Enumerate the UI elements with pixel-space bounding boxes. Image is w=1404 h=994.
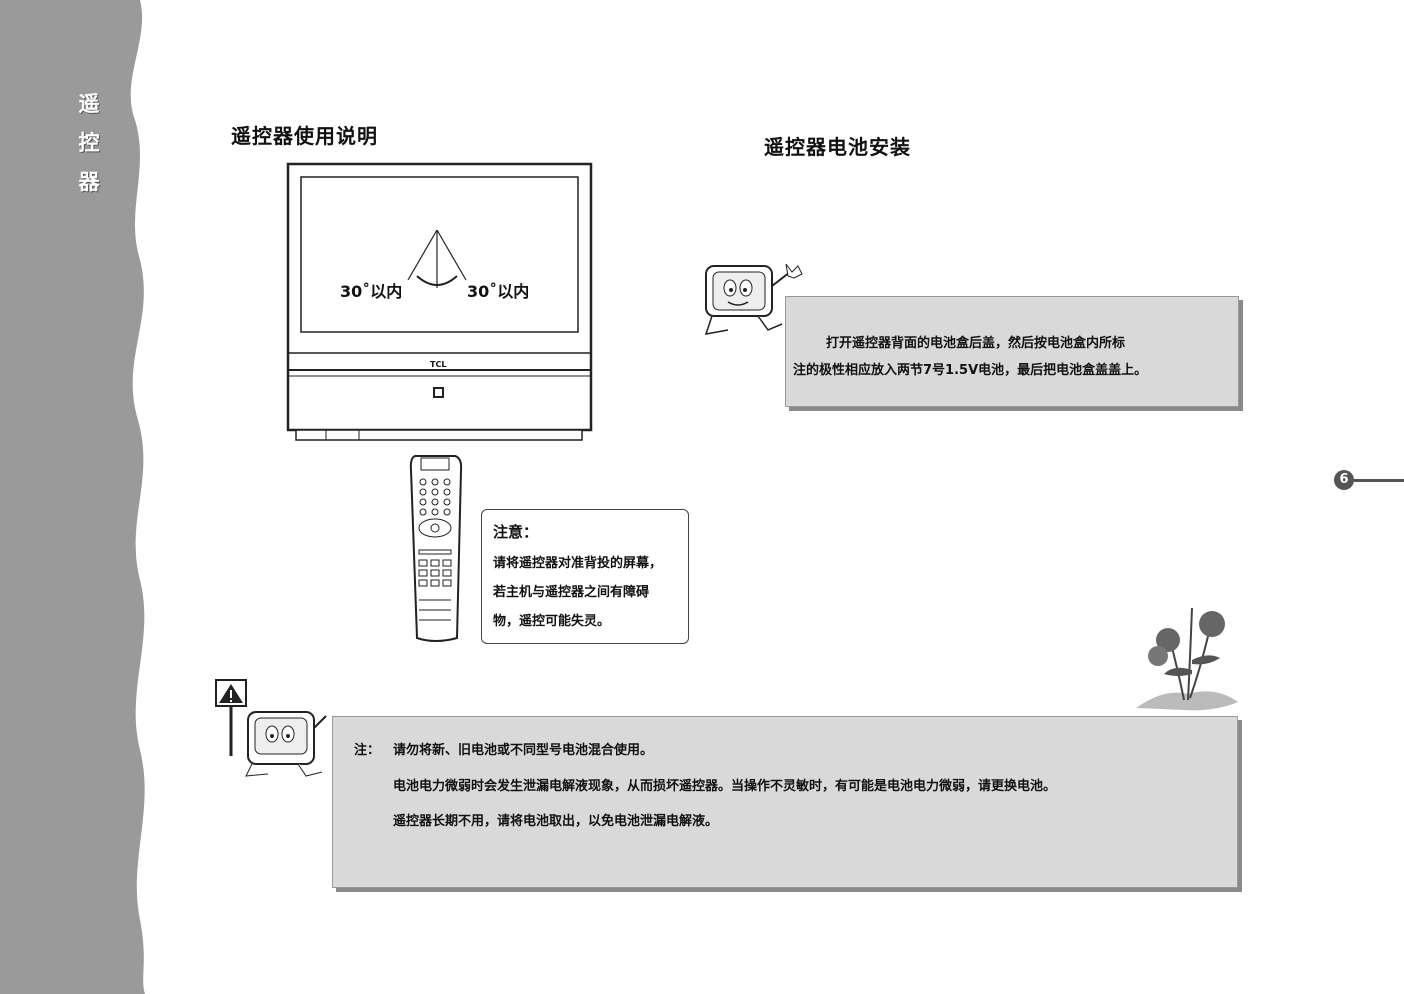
notice-line-1: 请将遥控器对准背投的屏幕， bbox=[493, 556, 663, 571]
angle-label-left: 30˚以内 bbox=[340, 282, 403, 301]
battery-instruction-line-1: 打开遥控器背面的电池盒后盖，然后按电池盒内所标 bbox=[826, 336, 1126, 351]
tv-mascot-illustration bbox=[704, 263, 803, 335]
bottom-note-line-3: 遥控器长期不用，请将电池取出，以免电池泄漏电解液。 bbox=[393, 814, 719, 829]
tv-illustration bbox=[286, 162, 593, 441]
battery-instruction-box bbox=[785, 296, 1239, 407]
page-number: 6 bbox=[1334, 470, 1354, 490]
sidebar-title-char-1: 遥 bbox=[78, 92, 100, 116]
bottom-note-line-2: 电池电力微弱时会发生泄漏电解液现象，从而损坏遥控器。当操作不灵敏时，有可能是电池… bbox=[393, 779, 1057, 794]
usage-heading: 遥控器使用说明 bbox=[231, 124, 378, 148]
flower-illustration bbox=[1136, 607, 1238, 711]
bottom-note-line-1: 请勿将新、旧电池或不同型号电池混合使用。 bbox=[393, 743, 654, 758]
angle-label-right: 30˚以内 bbox=[467, 282, 530, 301]
bottom-note-box bbox=[332, 716, 1238, 888]
sidebar-title-char-2: 控 bbox=[78, 131, 100, 155]
bottom-note-label: 注： bbox=[354, 743, 381, 758]
notice-line-3: 物，遥控可能失灵。 bbox=[493, 614, 611, 629]
notice-title: 注意： bbox=[493, 523, 539, 541]
battery-heading: 遥控器电池安装 bbox=[764, 135, 911, 159]
notice-line-2: 若主机与遥控器之间有障碍 bbox=[493, 585, 650, 600]
remote-control-illustration bbox=[409, 455, 463, 642]
page-number-line bbox=[1354, 479, 1404, 482]
battery-instruction-line-2: 注的极性相应放入两节7号1.5V电池，最后把电池盒盖盖上。 bbox=[793, 363, 1148, 378]
notice-box: 注意： 请将遥控器对准背投的屏幕， 若主机与遥控器之间有障碍 物，遥控可能失灵。 bbox=[481, 509, 689, 644]
sidebar-band bbox=[0, 0, 145, 994]
tv-brand-logo: TCL bbox=[430, 360, 447, 369]
sidebar-title-char-3: 器 bbox=[78, 170, 100, 194]
warning-mascot-illustration bbox=[215, 679, 327, 777]
